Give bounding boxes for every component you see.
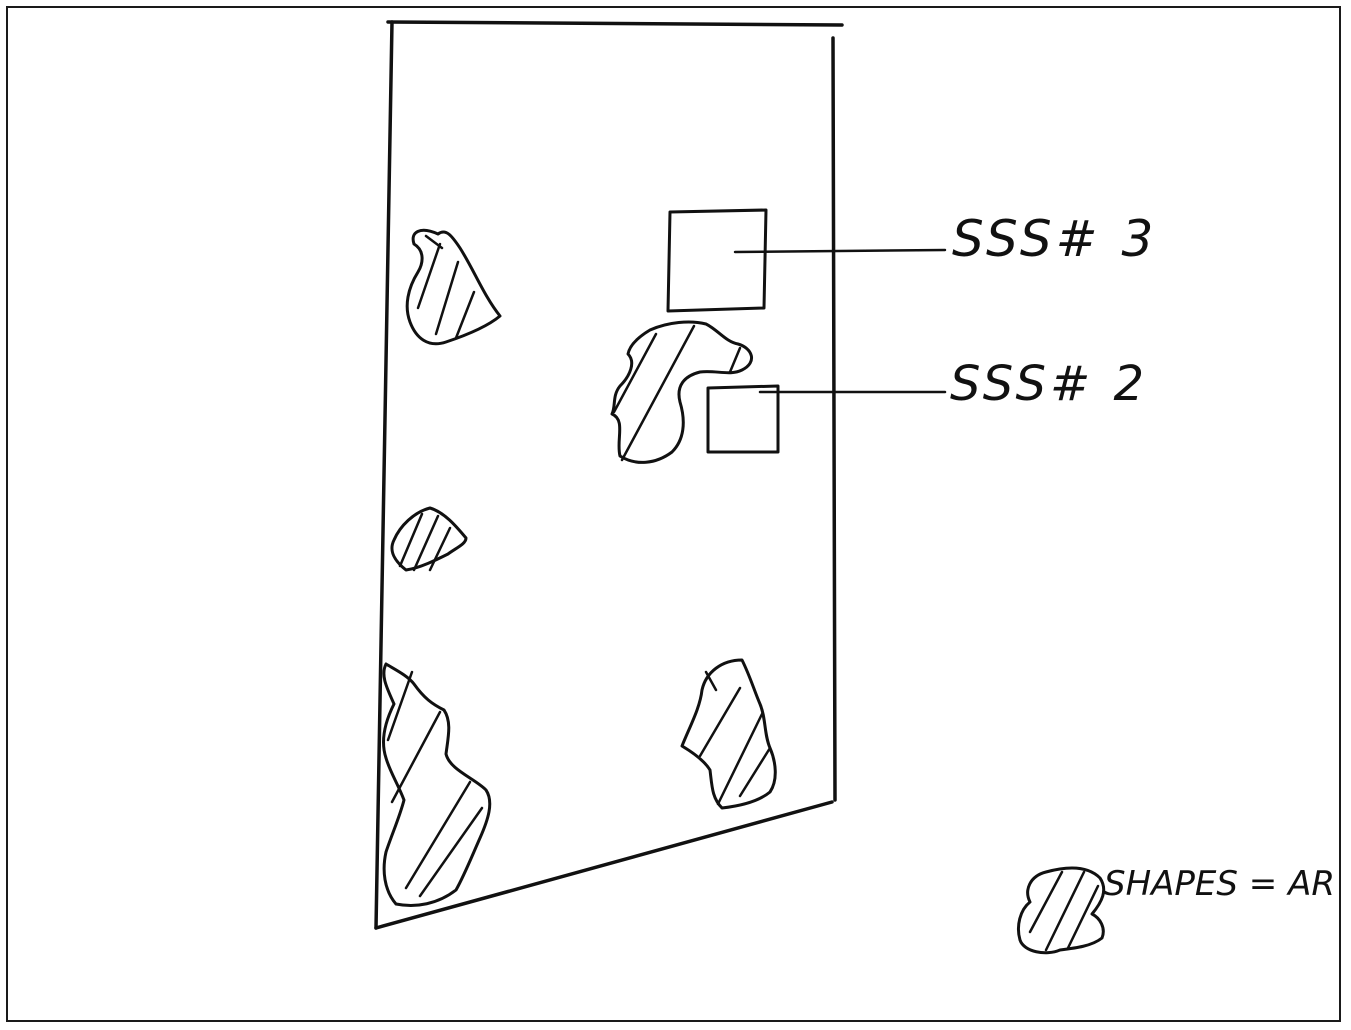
sss2-label: SSS# 2 — [950, 356, 1148, 412]
hatched-shape-lower-left — [382, 662, 492, 907]
site-boundary — [374, 20, 844, 930]
sss2-square — [706, 384, 780, 454]
hatched-shape-center — [610, 320, 753, 464]
hatched-shape-upper-left — [405, 228, 502, 346]
sss3-square — [666, 208, 768, 313]
legend-label: SHAPES = AR — [1104, 864, 1335, 904]
hatched-shape-middle-left — [390, 506, 468, 572]
diagram-frame — [6, 6, 1341, 1022]
legend-hatched-icon — [1016, 866, 1106, 955]
hatched-shape-lower-right — [680, 658, 777, 810]
sss3-label: SSS# 3 — [952, 210, 1158, 268]
sss3-leader-line — [733, 248, 947, 254]
